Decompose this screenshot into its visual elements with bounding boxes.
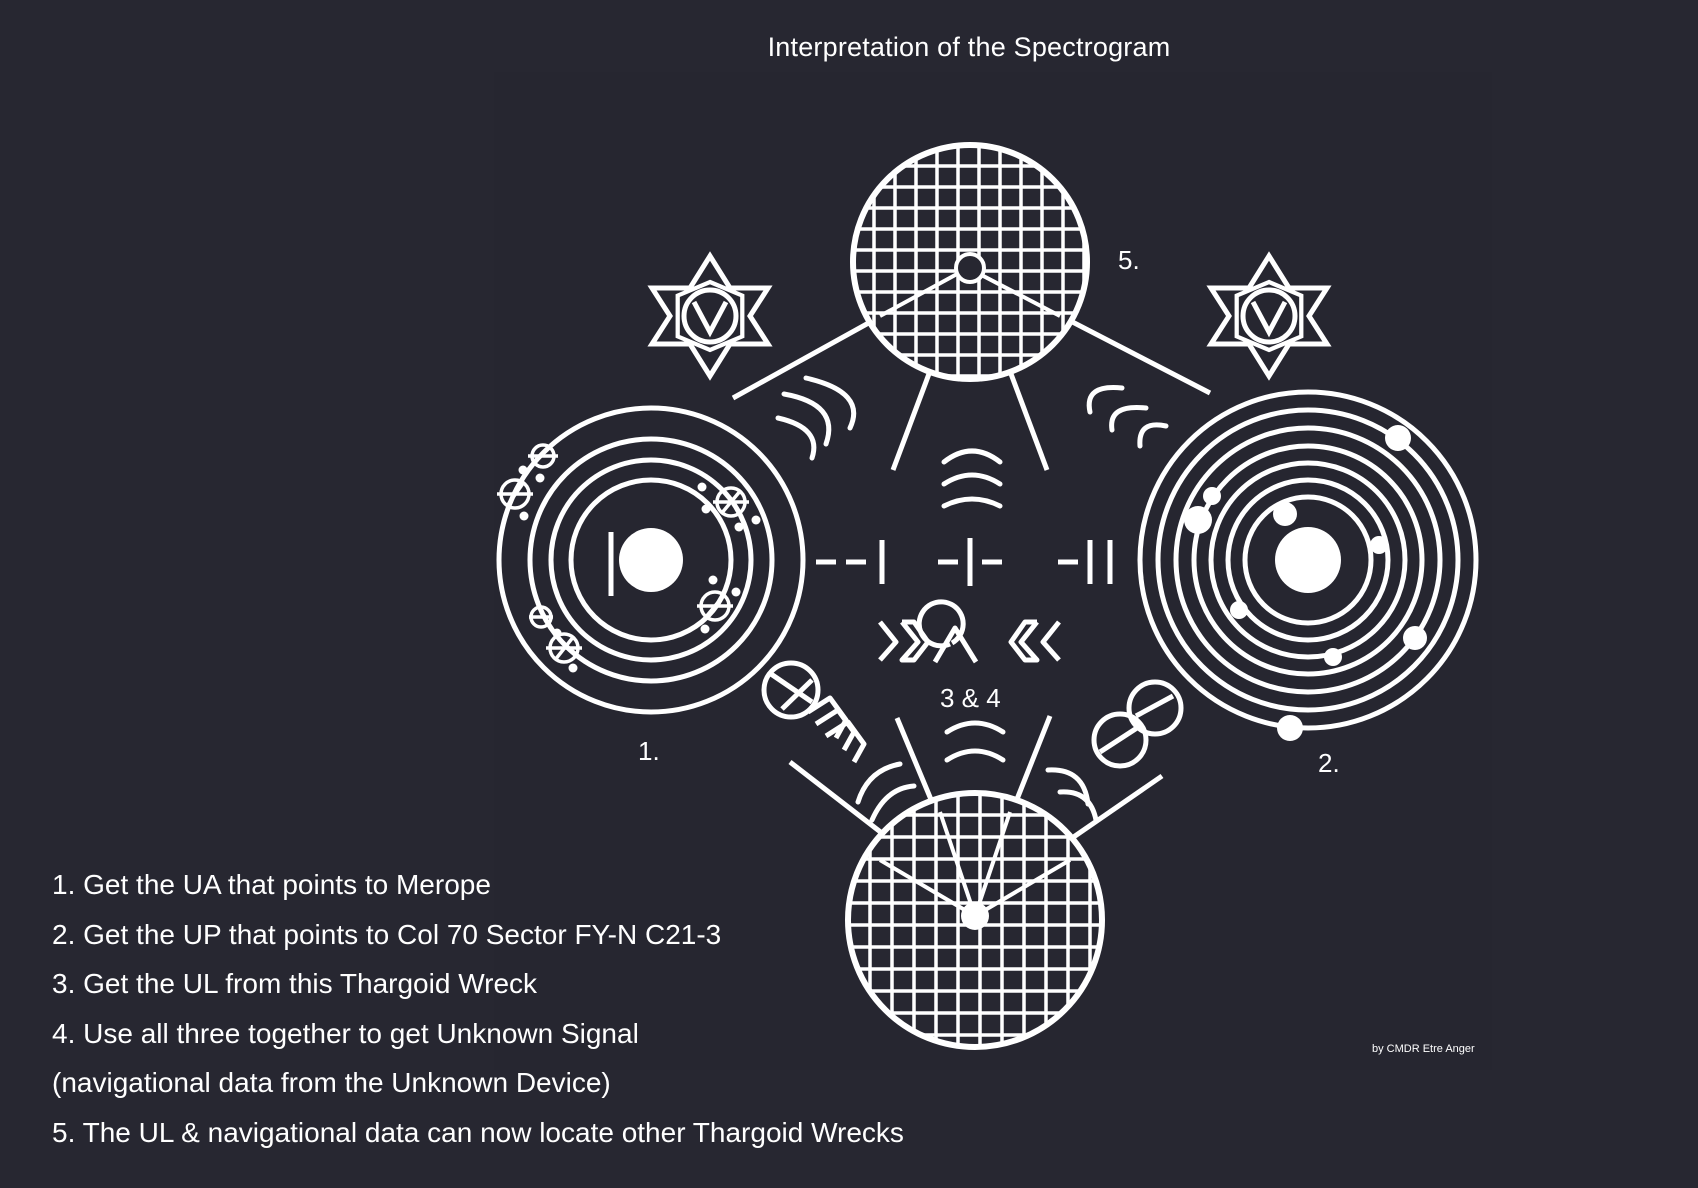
instruction-item: 3. Get the UL from this Thargoid Wreck — [52, 968, 538, 999]
left-moon-dots — [518, 465, 761, 673]
credit-text: by CMDR Etre Anger — [1372, 1043, 1475, 1055]
circle-glyph-right — [1091, 679, 1184, 769]
label-five: 5. — [1118, 245, 1140, 275]
top-grid-circle — [850, 142, 1090, 382]
right-star-system — [1137, 389, 1479, 741]
label-one: 1. — [638, 736, 660, 766]
right-planet-dots — [1184, 425, 1427, 741]
instruction-item: 4. Use all three together to get Unknown… — [52, 1017, 639, 1049]
instruction-item: (navigational data from the Unknown Devi… — [52, 1067, 611, 1098]
instruction-item: 2. Get the UP that points to Col 70 Sect… — [52, 918, 722, 950]
star-icon-right — [1206, 251, 1332, 381]
signal-arcs — [775, 375, 1169, 823]
left-star-system — [496, 405, 806, 715]
instruction-item: 1. Get the UA that points to Merope — [52, 869, 491, 900]
label-three-four: 3 & 4 — [940, 683, 1001, 713]
instruction-item: 5. The UL & navigational data can now lo… — [52, 1116, 904, 1148]
left-planet-symbols — [497, 443, 749, 664]
star-icon-left — [647, 251, 773, 381]
chevron-glyph-left — [761, 660, 867, 764]
middle-glyphs — [816, 538, 1113, 586]
diagram-title: Interpretation of the Spectrogram — [767, 32, 1171, 62]
three-four-glyph — [878, 599, 1061, 664]
label-two: 2. — [1318, 748, 1340, 778]
instruction-list: 1. Get the UA that points to Merope 2. G… — [52, 860, 904, 1157]
